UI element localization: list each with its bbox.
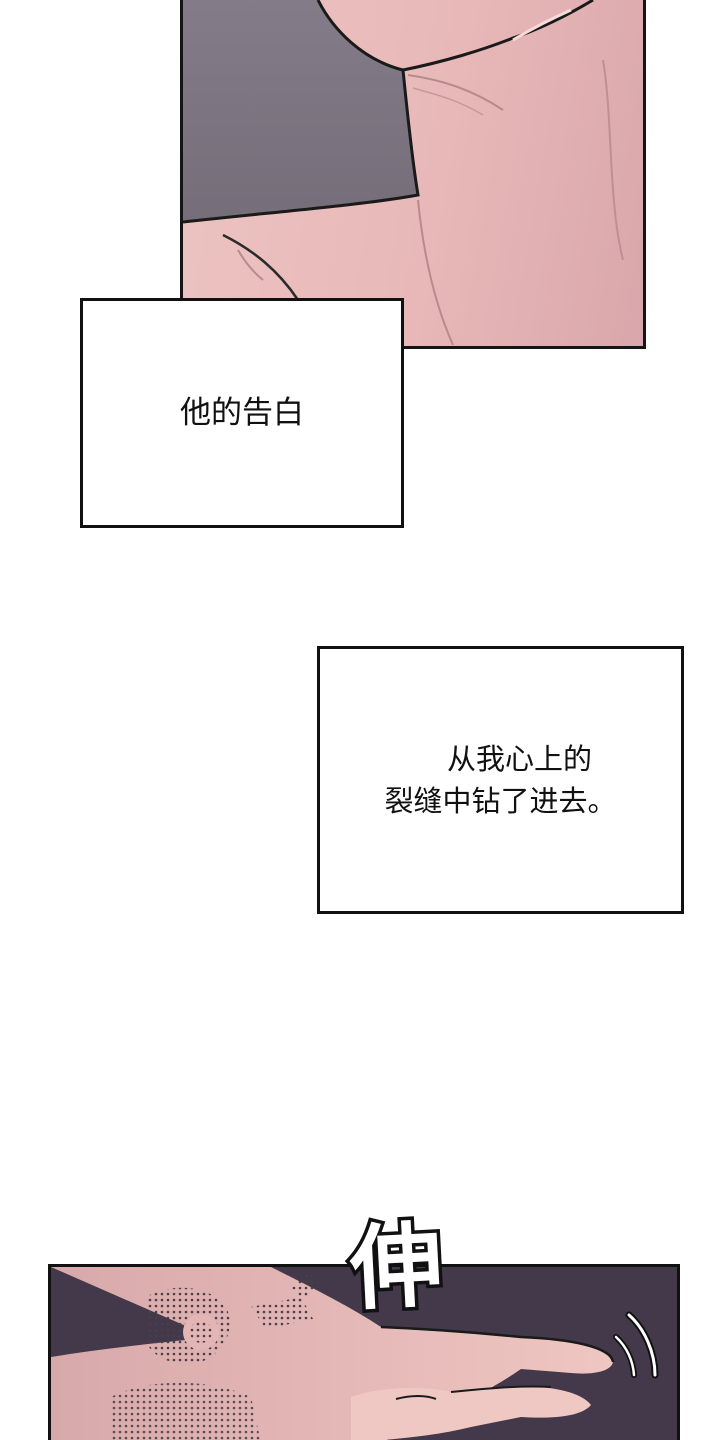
caption-line-2: 裂缝中钻了进去。 (384, 784, 617, 818)
caption-text-crack: 从我心上的 裂缝中钻了进去。 (384, 738, 616, 822)
caption-box-crack: 从我心上的 裂缝中钻了进去。 (317, 646, 684, 914)
caption-box-confession: 他的告白 (80, 298, 404, 528)
arm-hand-illustration (51, 1267, 659, 1440)
art-panel-neck-closeup (180, 0, 646, 349)
art-panel-tattooed-arm (48, 1264, 680, 1440)
caption-line-1: 从我心上的 (446, 741, 592, 776)
neck-illustration (183, 0, 624, 346)
sound-effect-text: 伸 (344, 1208, 448, 1327)
caption-text-confession: 他的告白 (180, 394, 304, 431)
